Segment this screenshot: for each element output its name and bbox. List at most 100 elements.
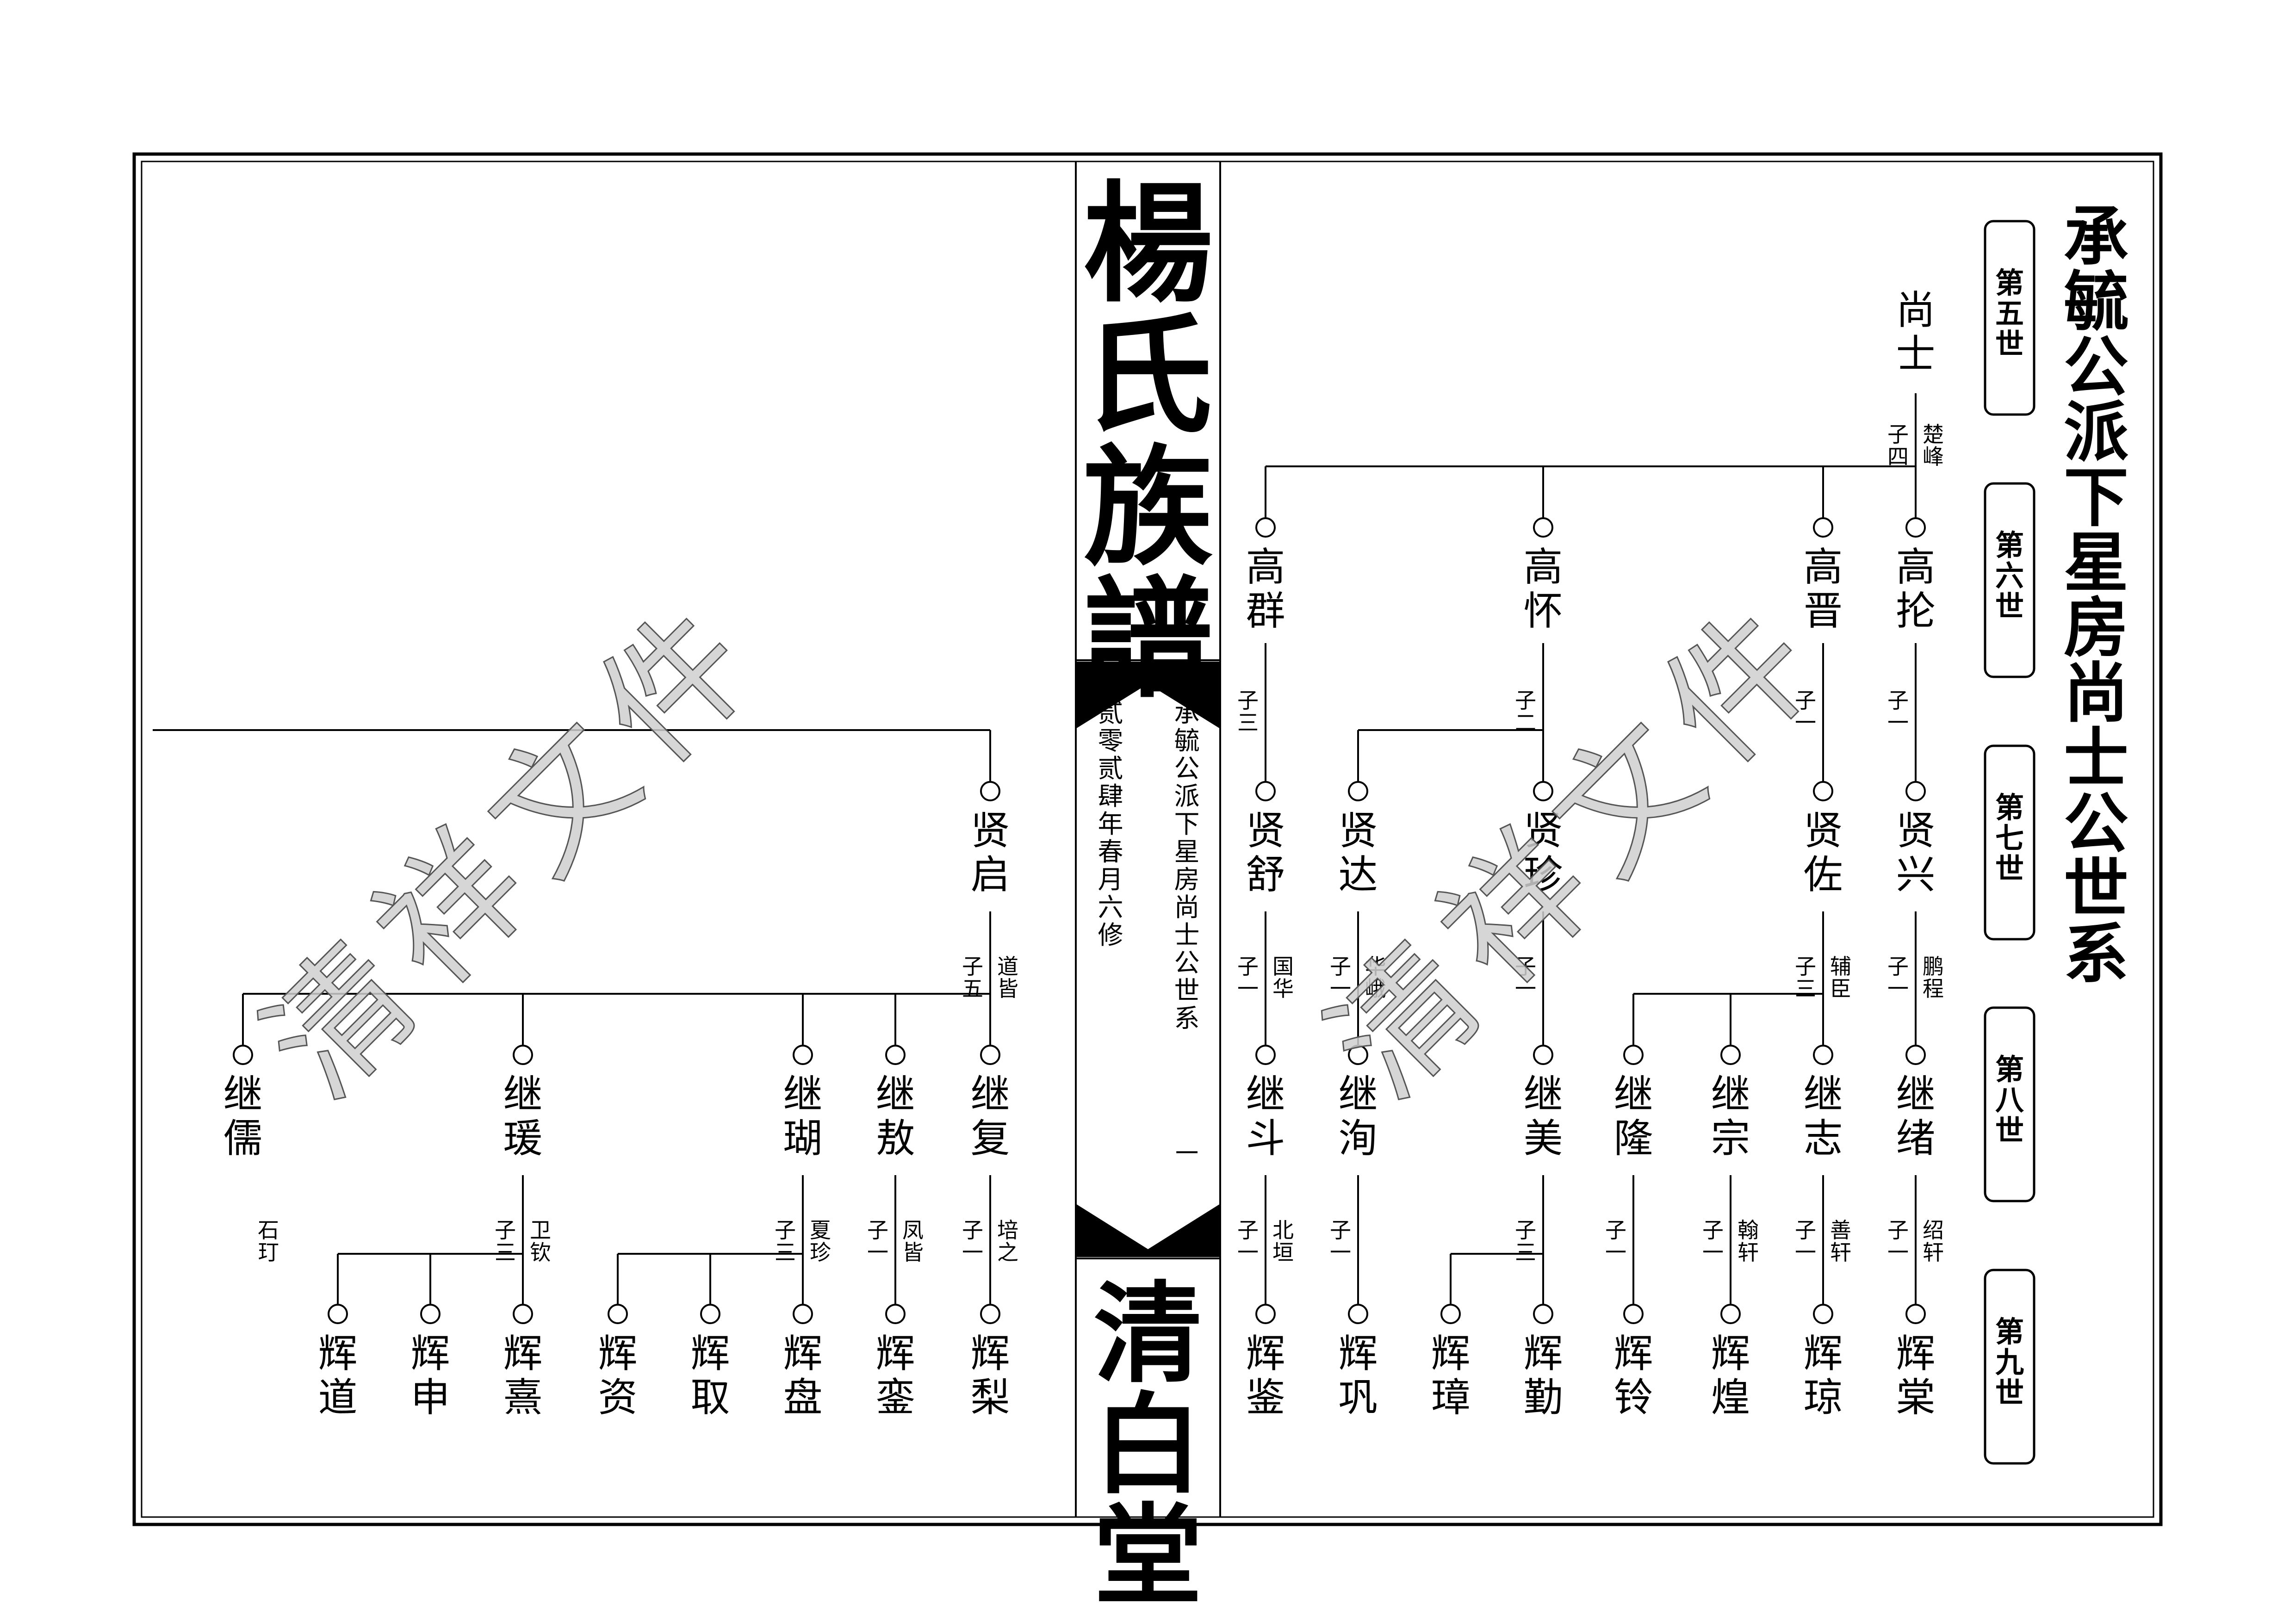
svg-text:贤: 贤 — [1803, 808, 1843, 854]
svg-text:辉: 辉 — [1613, 1331, 1653, 1377]
svg-text:培: 培 — [997, 1218, 1018, 1243]
generation-label-text: 第六世 — [1995, 528, 2024, 623]
person-huiling: 辉铃 — [1613, 1304, 1653, 1421]
svg-text:毓: 毓 — [1174, 726, 1199, 756]
person-name: 辉梨 — [970, 1331, 1010, 1421]
svg-text:辉: 辉 — [1246, 1331, 1285, 1377]
svg-text:一: 一 — [1795, 1240, 1816, 1265]
sons-note: 子一 — [1605, 1218, 1626, 1265]
person-jilong: 继隆 — [1613, 1045, 1653, 1162]
courtesy-name: 绍轩 — [1923, 1218, 1944, 1265]
svg-text:煌: 煌 — [1711, 1375, 1750, 1421]
person-jihu: 继瑚 — [783, 1045, 823, 1162]
svg-text:国: 国 — [1272, 954, 1294, 979]
svg-text:一: 一 — [1237, 1240, 1259, 1265]
person-xianzuo: 贤佐 — [1803, 781, 1843, 898]
person-jizhi: 继志 — [1803, 1045, 1843, 1162]
svg-text:子: 子 — [1330, 954, 1351, 979]
person-jiao: 继敖 — [875, 1045, 915, 1162]
person-name: 继志 — [1803, 1072, 1843, 1162]
svg-text:世: 世 — [1995, 327, 2024, 361]
person-name: 辉銮 — [875, 1331, 915, 1421]
svg-text:绪: 绪 — [1896, 1116, 1935, 1162]
svg-text:三: 三 — [1237, 710, 1259, 735]
person-name: 辉盘 — [783, 1331, 822, 1421]
person-jimei: 继美 — [1523, 1045, 1563, 1162]
svg-text:继: 继 — [1523, 1072, 1563, 1118]
person-name: 继瑚 — [783, 1072, 822, 1162]
svg-text:辉: 辉 — [1338, 1331, 1378, 1377]
svg-text:梨: 梨 — [970, 1375, 1010, 1421]
sons-note: 子三 — [495, 1218, 516, 1265]
svg-text:继: 继 — [223, 1072, 262, 1118]
svg-text:六: 六 — [1098, 892, 1123, 922]
sons-note: 子一 — [1237, 954, 1259, 1001]
generation-label-text: 第七世 — [1995, 791, 2024, 886]
svg-text:世: 世 — [1995, 852, 2024, 886]
svg-text:子: 子 — [962, 954, 983, 979]
generation-label-text: 第五世 — [1995, 266, 2024, 361]
courtesy-name: 华峨 — [1365, 954, 1386, 1001]
svg-text:七: 七 — [1995, 821, 2024, 855]
svg-text:启: 启 — [970, 852, 1010, 898]
sons-note: 子一 — [1330, 1218, 1351, 1265]
person-gaoqun: 高群 — [1246, 517, 1285, 634]
generation-label: 第七世 — [1984, 744, 2035, 941]
courtesy-name: 夏珍 — [810, 1218, 831, 1265]
generation-label: 第六世 — [1984, 482, 2035, 678]
svg-text:北: 北 — [1272, 1218, 1294, 1243]
svg-text:下: 下 — [2064, 460, 2128, 536]
svg-text:贤: 贤 — [1896, 808, 1935, 854]
svg-text:高: 高 — [1803, 545, 1843, 590]
svg-text:公: 公 — [2064, 786, 2128, 862]
svg-text:继: 继 — [1803, 1072, 1843, 1118]
svg-text:子: 子 — [775, 1218, 796, 1243]
svg-text:族: 族 — [1083, 432, 1213, 584]
svg-text:辉: 辉 — [1431, 1331, 1470, 1377]
tree-lines — [153, 393, 1917, 1305]
courtesy-name: 道皆 — [997, 954, 1018, 1001]
sons-note: 子三 — [1795, 954, 1816, 1001]
generation-label-text: 第九世 — [1995, 1315, 2024, 1410]
person-name: 继复 — [970, 1072, 1010, 1162]
svg-text:子: 子 — [1330, 1218, 1351, 1243]
person-name: 辉巩 — [1338, 1331, 1378, 1421]
person-name: 辉璋 — [1431, 1331, 1470, 1421]
person-huiqu: 辉取 — [690, 1304, 730, 1421]
svg-text:尚: 尚 — [1896, 288, 1935, 334]
svg-text:志: 志 — [1803, 1116, 1843, 1162]
svg-text:轩: 轩 — [1923, 1240, 1944, 1265]
svg-text:辉: 辉 — [875, 1331, 915, 1377]
person-huijian: 辉鉴 — [1246, 1304, 1285, 1421]
svg-text:三: 三 — [775, 1240, 796, 1265]
svg-text:派: 派 — [1174, 781, 1199, 811]
person-name: 辉棠 — [1896, 1331, 1935, 1421]
svg-text:三: 三 — [1515, 1240, 1536, 1265]
svg-text:肆: 肆 — [1098, 781, 1123, 811]
inner-border — [141, 161, 2154, 1518]
svg-text:隆: 隆 — [1613, 1116, 1653, 1162]
person-jidou: 继斗 — [1246, 1045, 1285, 1162]
svg-text:公: 公 — [1174, 948, 1199, 978]
person-huixi: 辉熹 — [503, 1304, 543, 1421]
generation-label: 第五世 — [1984, 220, 2035, 416]
svg-text:怀: 怀 — [1523, 588, 1563, 634]
svg-text:勤: 勤 — [1523, 1375, 1563, 1421]
svg-text:子: 子 — [962, 1218, 983, 1243]
svg-text:子: 子 — [495, 1218, 516, 1243]
svg-text:第: 第 — [1995, 528, 2024, 562]
svg-text:夏: 夏 — [810, 1218, 831, 1243]
sons-note: 子三 — [1237, 688, 1259, 735]
svg-text:子: 子 — [1515, 688, 1536, 713]
person-xianda: 贤达 — [1338, 781, 1378, 898]
svg-text:道: 道 — [318, 1375, 357, 1421]
sons-note: 子一 — [1887, 954, 1909, 1001]
svg-text:辉: 辉 — [1711, 1331, 1750, 1377]
svg-text:子: 子 — [1515, 1218, 1536, 1243]
person-huiqiong: 辉琼 — [1803, 1304, 1843, 1421]
person-jixun: 继洵 — [1338, 1045, 1378, 1162]
svg-text:楚: 楚 — [1923, 422, 1944, 447]
svg-text:玎: 玎 — [258, 1240, 279, 1265]
